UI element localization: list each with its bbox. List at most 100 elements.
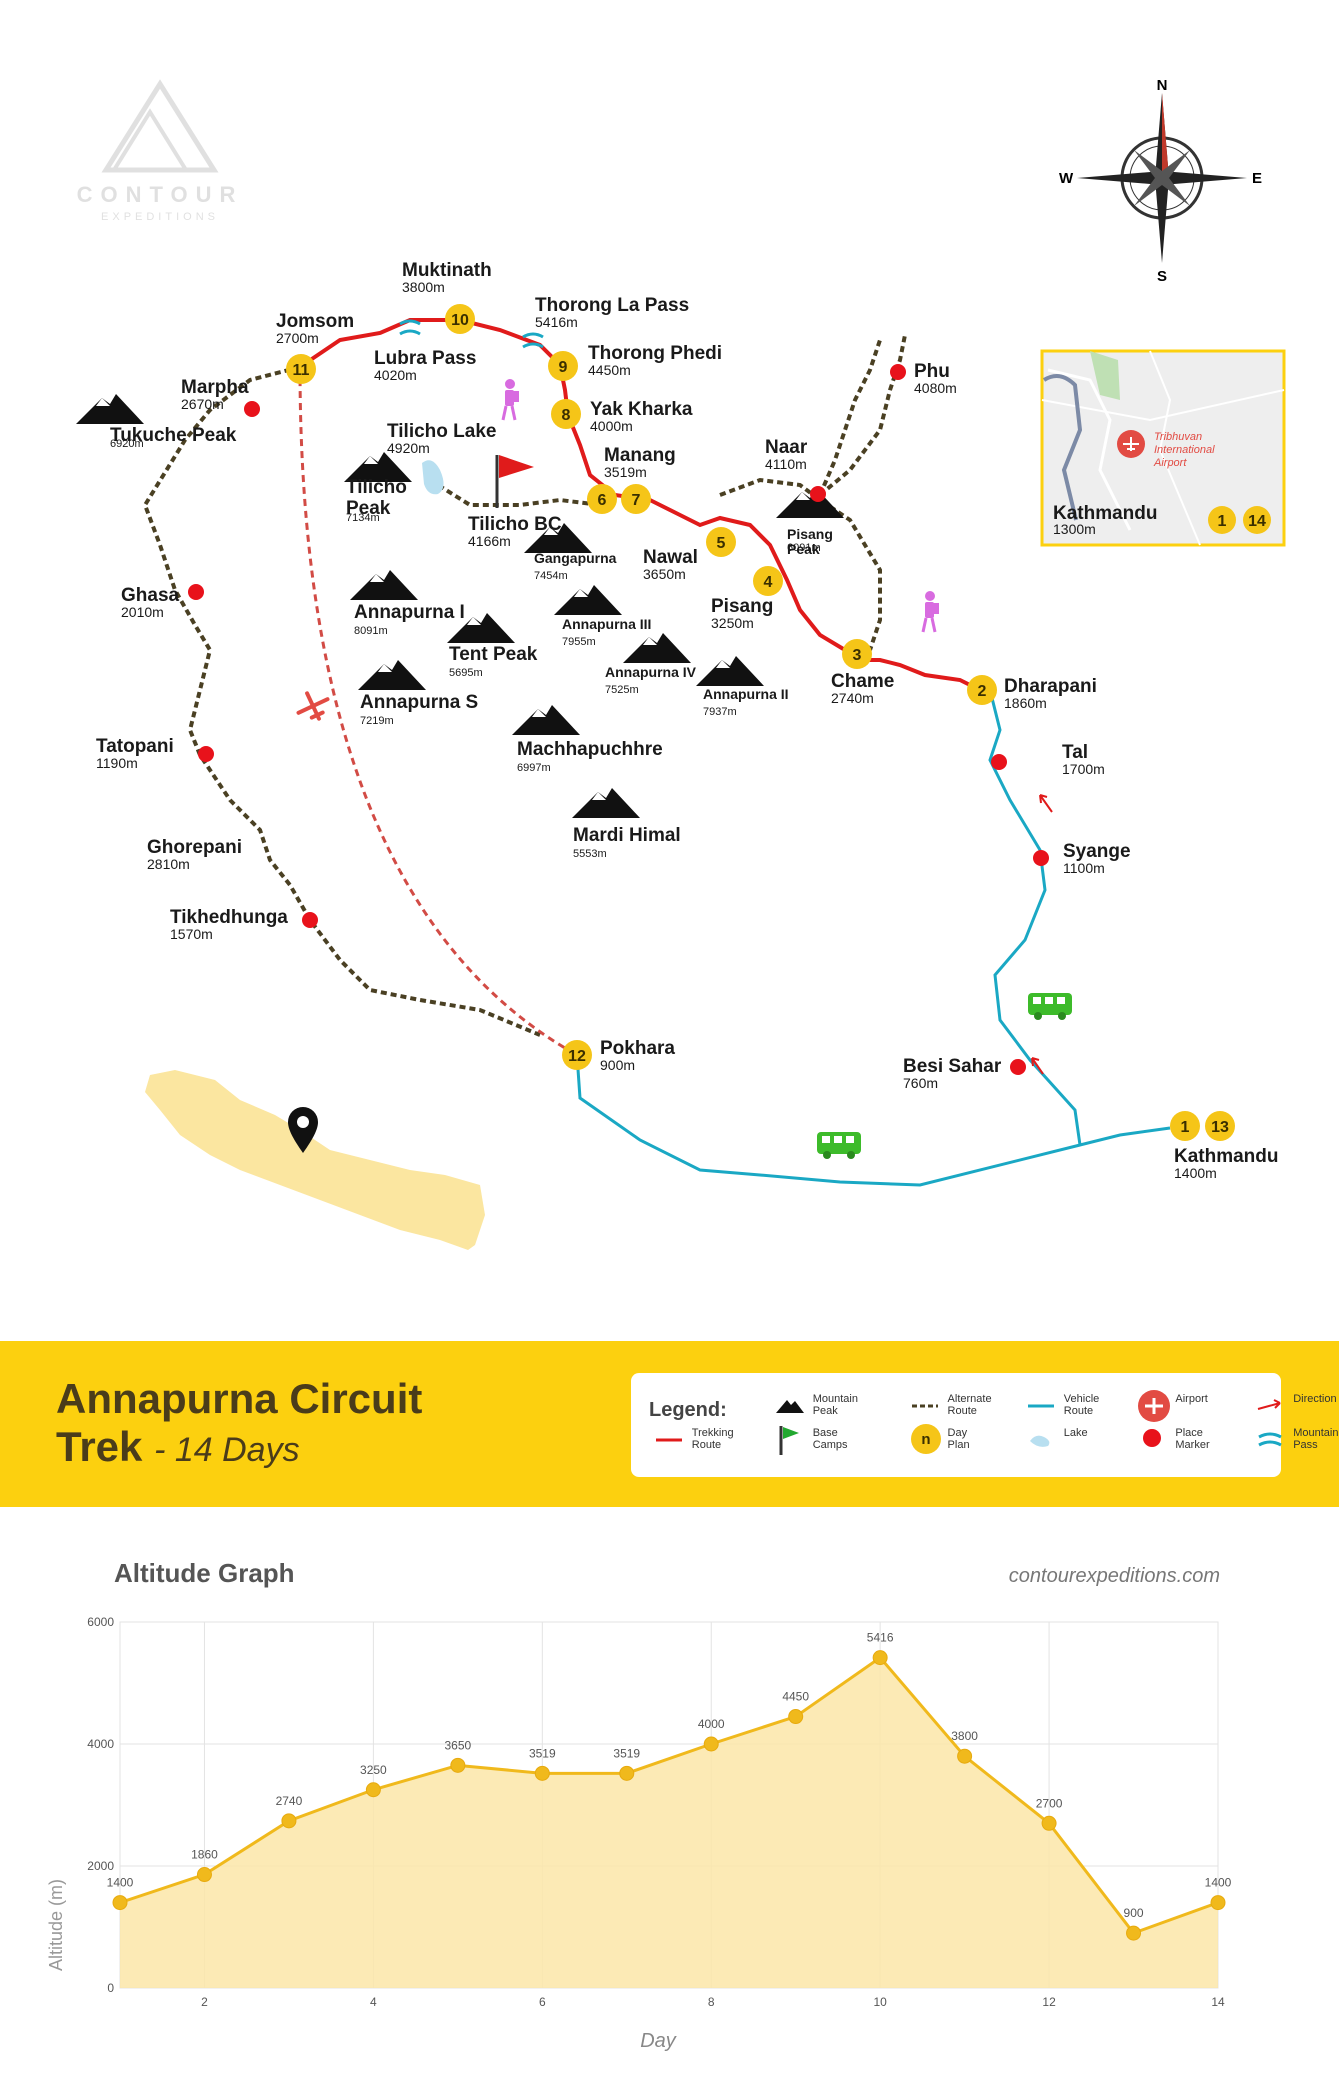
brand-tagline: EXPEDITIONS <box>101 211 219 223</box>
place-altitude: 3650m <box>643 566 686 582</box>
place-marker-tatopani <box>198 746 214 762</box>
place-altitude: 3519m <box>604 464 647 480</box>
day-marker-9: 9 <box>548 351 578 381</box>
data-point <box>1126 1925 1142 1941</box>
day-marker-12: 12 <box>562 1040 592 1070</box>
title-banner: Annapurna Circuit Trek - 14 Days Legend:… <box>0 1341 1339 1507</box>
x-tick-label: 8 <box>708 1995 715 2009</box>
trek-title: Annapurna Circuit <box>56 1375 423 1422</box>
peak-name: Annapurna III <box>562 616 651 632</box>
data-point <box>365 1782 381 1798</box>
legend-airport-label: Airport <box>1175 1393 1208 1405</box>
inset-day-14: 14 <box>1243 506 1271 534</box>
legend-lake-label: Lake <box>1063 1427 1088 1439</box>
data-label: 1400 <box>107 1876 134 1890</box>
place-altitude: 2740m <box>831 690 874 706</box>
compass-west: W <box>1059 170 1074 187</box>
compass-south: S <box>1157 268 1167 285</box>
place-altitude: 4920m <box>387 440 430 456</box>
place-name: Tilicho BC <box>468 514 562 535</box>
direction-arrow-icon <box>1031 794 1053 1075</box>
trek-duration: - 14 Days <box>154 1431 300 1469</box>
peak-altitude: 6997m <box>517 762 551 774</box>
place-name: Naar <box>765 437 808 458</box>
peak-altitude: 6091m <box>787 542 821 554</box>
place-name: Muktinath <box>402 260 492 281</box>
peak-altitude: 7134m <box>346 512 380 524</box>
plane-icon <box>296 691 330 721</box>
place-altitude: 4110m <box>765 456 807 472</box>
place-altitude: 2670m <box>181 396 224 412</box>
peak-altitude: 5553m <box>573 848 607 860</box>
alternate-route <box>142 334 907 1037</box>
mountain-peak-icon <box>344 452 412 482</box>
place-altitude: 4080m <box>914 380 957 396</box>
svg-text:12: 12 <box>568 1048 586 1065</box>
place-altitude: 2010m <box>121 604 164 620</box>
peak-altitude: 6920m <box>110 438 144 450</box>
y-axis-label: Altitude (m) <box>46 1879 66 1971</box>
legend-mountain-icon <box>775 1397 805 1420</box>
place-altitude: 1700m <box>1062 761 1105 777</box>
bus-icon <box>817 1132 861 1159</box>
day-marker-1: 1 <box>1170 1111 1200 1141</box>
place-name: Dharapani <box>1004 676 1097 697</box>
legend-dayplan-icon: n <box>910 1423 942 1460</box>
altitude-line <box>119 1655 1219 1935</box>
place-altitude: 4166m <box>468 533 511 549</box>
compass-rose-icon: N S E W <box>1059 77 1262 285</box>
legend-place-icon <box>1137 1423 1167 1458</box>
altitude-chart: Altitude Graph contourexpeditions.com 14… <box>46 1558 1232 2052</box>
place-marker-tikhedhunga <box>302 912 318 928</box>
peak-altitude: 7219m <box>360 715 394 727</box>
mountain-peak-icon <box>447 613 515 643</box>
day-marker-7: 7 <box>621 484 651 514</box>
mountain-peak-icon <box>554 585 622 615</box>
data-point <box>788 1709 804 1725</box>
peak-name: Annapurna II <box>703 686 789 702</box>
brand-name: CONTOUR <box>77 182 244 207</box>
day-marker-8: 8 <box>551 399 581 429</box>
hiker-icon <box>501 379 519 421</box>
mountain-peak-icon <box>524 523 592 553</box>
svg-text:9: 9 <box>559 359 568 376</box>
place-altitude: 5416m <box>535 314 578 330</box>
day-marker-6: 6 <box>587 484 617 514</box>
peak-name: Annapurna IV <box>605 664 697 680</box>
place-name: Ghorepani <box>147 837 242 858</box>
place-marker-syange <box>1033 850 1049 866</box>
place-name: Ghasa <box>121 585 180 606</box>
svg-text:10: 10 <box>451 312 469 329</box>
place-altitude: 4000m <box>590 418 633 434</box>
data-label: 2740 <box>276 1794 303 1808</box>
data-label: 3800 <box>951 1729 978 1743</box>
place-altitude: 1100m <box>1063 860 1105 876</box>
mountain-peak-icon <box>776 488 844 518</box>
place-marker-naar <box>810 486 826 502</box>
x-tick-label: 10 <box>873 1995 887 2009</box>
day-marker-5: 5 <box>706 527 736 557</box>
legend-alternate-icon <box>910 1397 940 1420</box>
day-marker-10: 10 <box>445 304 475 334</box>
